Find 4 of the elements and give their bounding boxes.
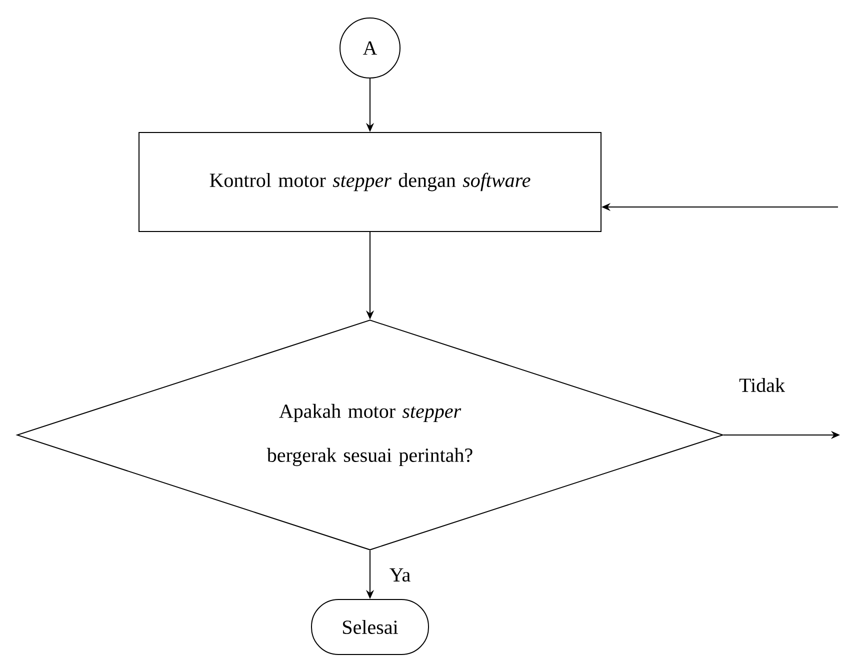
edge-label: Tidak bbox=[737, 376, 787, 394]
terminator-box: Selesai bbox=[311, 599, 429, 655]
process-box: Kontrol motor stepper dengan software bbox=[138, 132, 602, 232]
edge-label: Ya bbox=[387, 566, 413, 584]
